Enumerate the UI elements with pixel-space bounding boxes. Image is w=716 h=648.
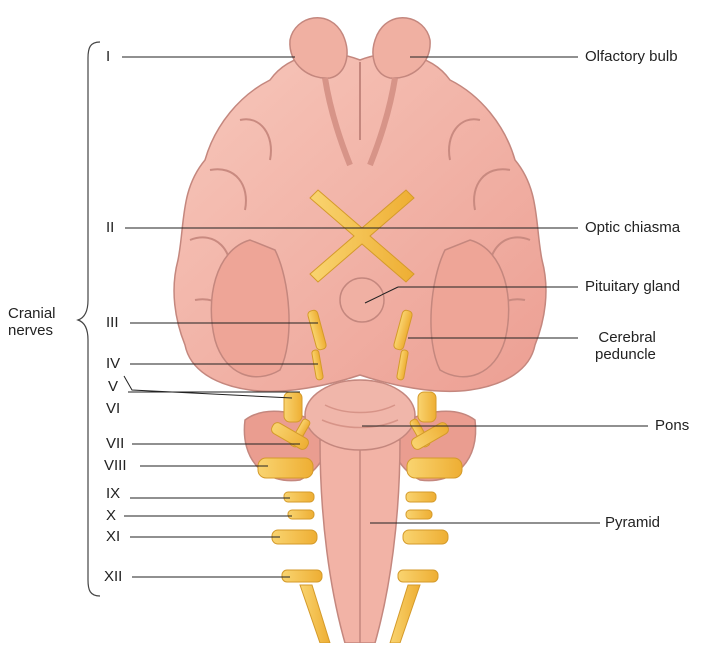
nerve-label-xii: XII xyxy=(104,568,122,585)
nerve-label-ii: II xyxy=(106,219,114,236)
cerebrum xyxy=(174,54,546,392)
nerve-label-xi: XI xyxy=(106,528,120,545)
nerve-label-vii: VII xyxy=(106,435,124,452)
nerve-label-viii: VIII xyxy=(104,457,127,474)
cerebral-peduncle-label: Cerebral peduncle xyxy=(595,329,656,363)
brainstem xyxy=(320,440,400,643)
pituitary-gland-label: Pituitary gland xyxy=(585,278,680,295)
nerve-label-iii: III xyxy=(106,314,119,331)
cranial-nerves-label-line1: Cranial xyxy=(8,305,98,322)
nerve-label-vi: VI xyxy=(106,400,120,417)
cerebral-peduncle-label-line1: Cerebral xyxy=(595,329,656,346)
olfactory-bulb-label: Olfactory bulb xyxy=(585,48,678,65)
cranial-nerves-label: Cranial nerves xyxy=(8,305,98,339)
nerve-label-i: I xyxy=(106,48,110,65)
pons-structure xyxy=(305,380,415,450)
cerebral-peduncle-label-line2: peduncle xyxy=(595,346,656,363)
nerve-label-ix: IX xyxy=(106,485,120,502)
pituitary-structure xyxy=(340,278,384,322)
cranial-nerves-label-line2: nerves xyxy=(8,322,98,339)
pyramid-label: Pyramid xyxy=(605,514,660,531)
optic-chiasma-label: Optic chiasma xyxy=(585,219,680,236)
nerve-label-iv: IV xyxy=(106,355,120,372)
nerve-label-x: X xyxy=(106,507,116,524)
nerve-label-v: V xyxy=(108,378,118,395)
pons-label: Pons xyxy=(655,417,689,434)
